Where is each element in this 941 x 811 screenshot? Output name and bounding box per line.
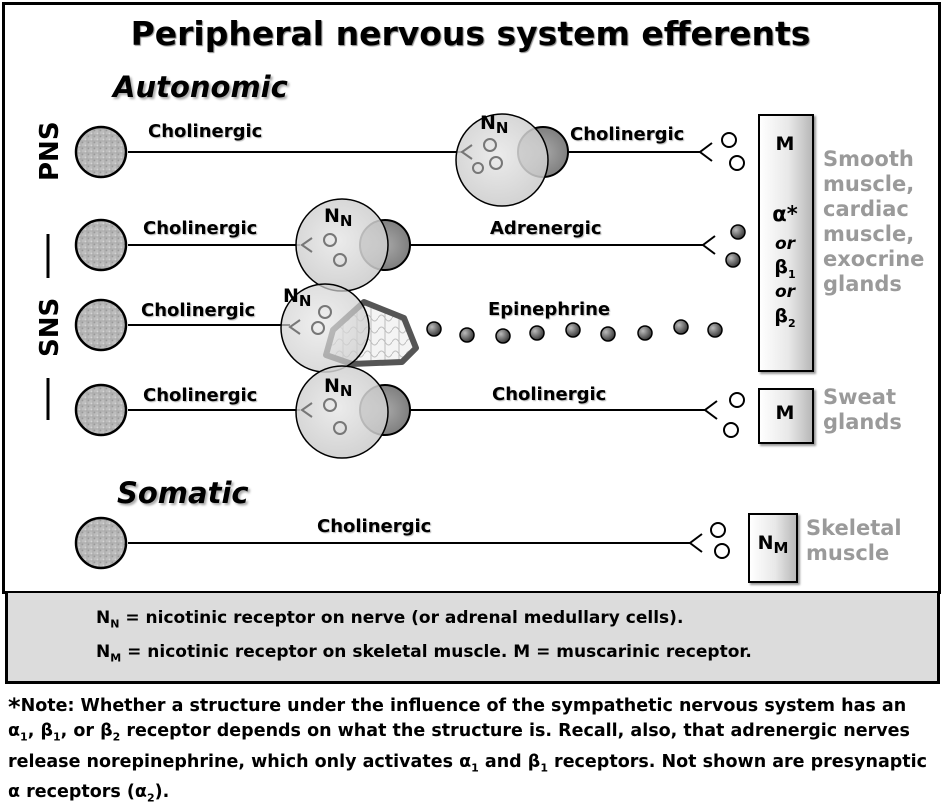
row-sns-adrenal: [74, 283, 723, 373]
or-label: or: [774, 234, 796, 254]
row2-right-label: Adrenergic: [490, 218, 602, 239]
row-sns-adrenergic: [74, 198, 746, 292]
legend-nn-line: NN = nicotinic receptor on nerve (or adr…: [96, 608, 684, 631]
footnote: *Note: Whether a structure under the inf…: [8, 693, 928, 805]
section-somatic: Somatic: [117, 476, 249, 510]
smooth-muscle-target-box: [758, 114, 814, 372]
row4-left-label: Cholinergic: [143, 385, 258, 406]
nm-receptor-label: NM: [757, 532, 789, 557]
row3-left-label: Cholinergic: [141, 300, 256, 321]
sweat-glands-label: Sweat glands: [823, 385, 902, 434]
muscarinic-label: M: [775, 133, 795, 155]
row3-right-label: Epinephrine: [488, 299, 611, 320]
nerve-terminal: [698, 142, 713, 162]
skeletal-muscle-target-box: [748, 513, 798, 583]
or-label: or: [774, 282, 796, 302]
skeletal-muscle-label: Skeletal muscle: [806, 516, 902, 565]
row5-label: Cholinergic: [317, 516, 432, 537]
smooth-muscle-label: Smooth muscle, cardiac muscle, exocrine …: [823, 147, 925, 296]
legend-nm-line: NM = nicotinic receptor on skeletal musc…: [96, 642, 752, 665]
beta2-receptor-label: β2: [774, 305, 796, 330]
row1-right-label: Cholinergic: [570, 124, 685, 145]
nn-receptor-label: NN: [324, 375, 353, 400]
row-pns: [74, 113, 745, 207]
row-somatic: [74, 516, 730, 570]
nn-receptor-label: NN: [324, 205, 353, 230]
epinephrine-molecules: [426, 319, 723, 344]
pns-side-label: PNS: [35, 121, 65, 181]
row4-right-label: Cholinergic: [492, 384, 607, 405]
sns-side-label: SNS: [35, 297, 65, 357]
preganglionic-cell-body: [74, 125, 128, 179]
row2-left-label: Cholinergic: [143, 218, 258, 239]
section-autonomic: Autonomic: [113, 70, 288, 104]
row1-left-label: Cholinergic: [148, 121, 263, 142]
nn-receptor-label: NN: [480, 112, 509, 137]
diagram-title: Peripheral nervous system efferents: [130, 14, 811, 53]
muscarinic-label: M: [775, 402, 795, 424]
legend-panel: NN = nicotinic receptor on nerve (or adr…: [5, 593, 940, 684]
alpha-receptor-label: α*: [772, 202, 798, 226]
sweat-gland-target-box: [758, 388, 814, 444]
row-sns-cholinergic: [74, 365, 745, 459]
nn-receptor-label: NN: [283, 285, 312, 310]
beta1-receptor-label: β1: [774, 256, 796, 281]
